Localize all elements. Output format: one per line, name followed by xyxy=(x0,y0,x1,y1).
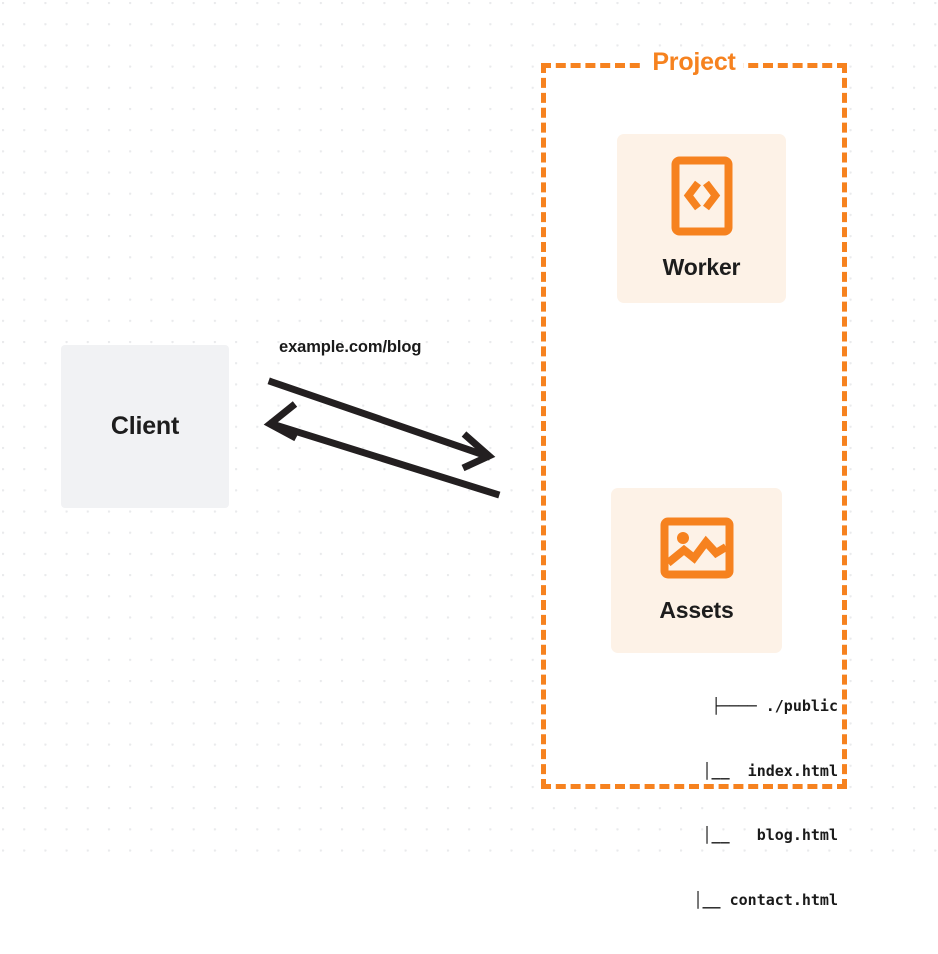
file-tree-line: │__ index.html xyxy=(657,761,838,780)
request-url-label: example.com/blog xyxy=(279,338,422,356)
client-node[interactable]: Client xyxy=(61,345,229,508)
worker-label: Worker xyxy=(662,254,741,280)
diagram-canvas: Client example.com/blog Project xyxy=(0,0,938,909)
arrow-response-left xyxy=(263,401,501,499)
assets-file-tree: ├──── ./public │__ index.html │__ blog.h… xyxy=(592,653,838,954)
assets-node[interactable]: Assets xyxy=(611,488,782,653)
file-tree-line: │__ blog.html xyxy=(657,826,838,844)
connection-arrows xyxy=(263,377,501,499)
arrow-request-right xyxy=(267,377,496,472)
file-tree-line: ├──── ./public xyxy=(711,697,838,715)
worker-node[interactable]: Worker xyxy=(617,134,786,303)
assets-label: Assets xyxy=(659,597,734,623)
image-icon xyxy=(660,517,734,579)
file-tree-line: │__ contact.html xyxy=(648,890,838,909)
code-brackets-icon xyxy=(671,156,733,236)
client-label: Client xyxy=(110,412,180,440)
project-group-title: Project xyxy=(644,47,744,77)
project-group-container: Project Worker Assets xyxy=(541,47,847,909)
